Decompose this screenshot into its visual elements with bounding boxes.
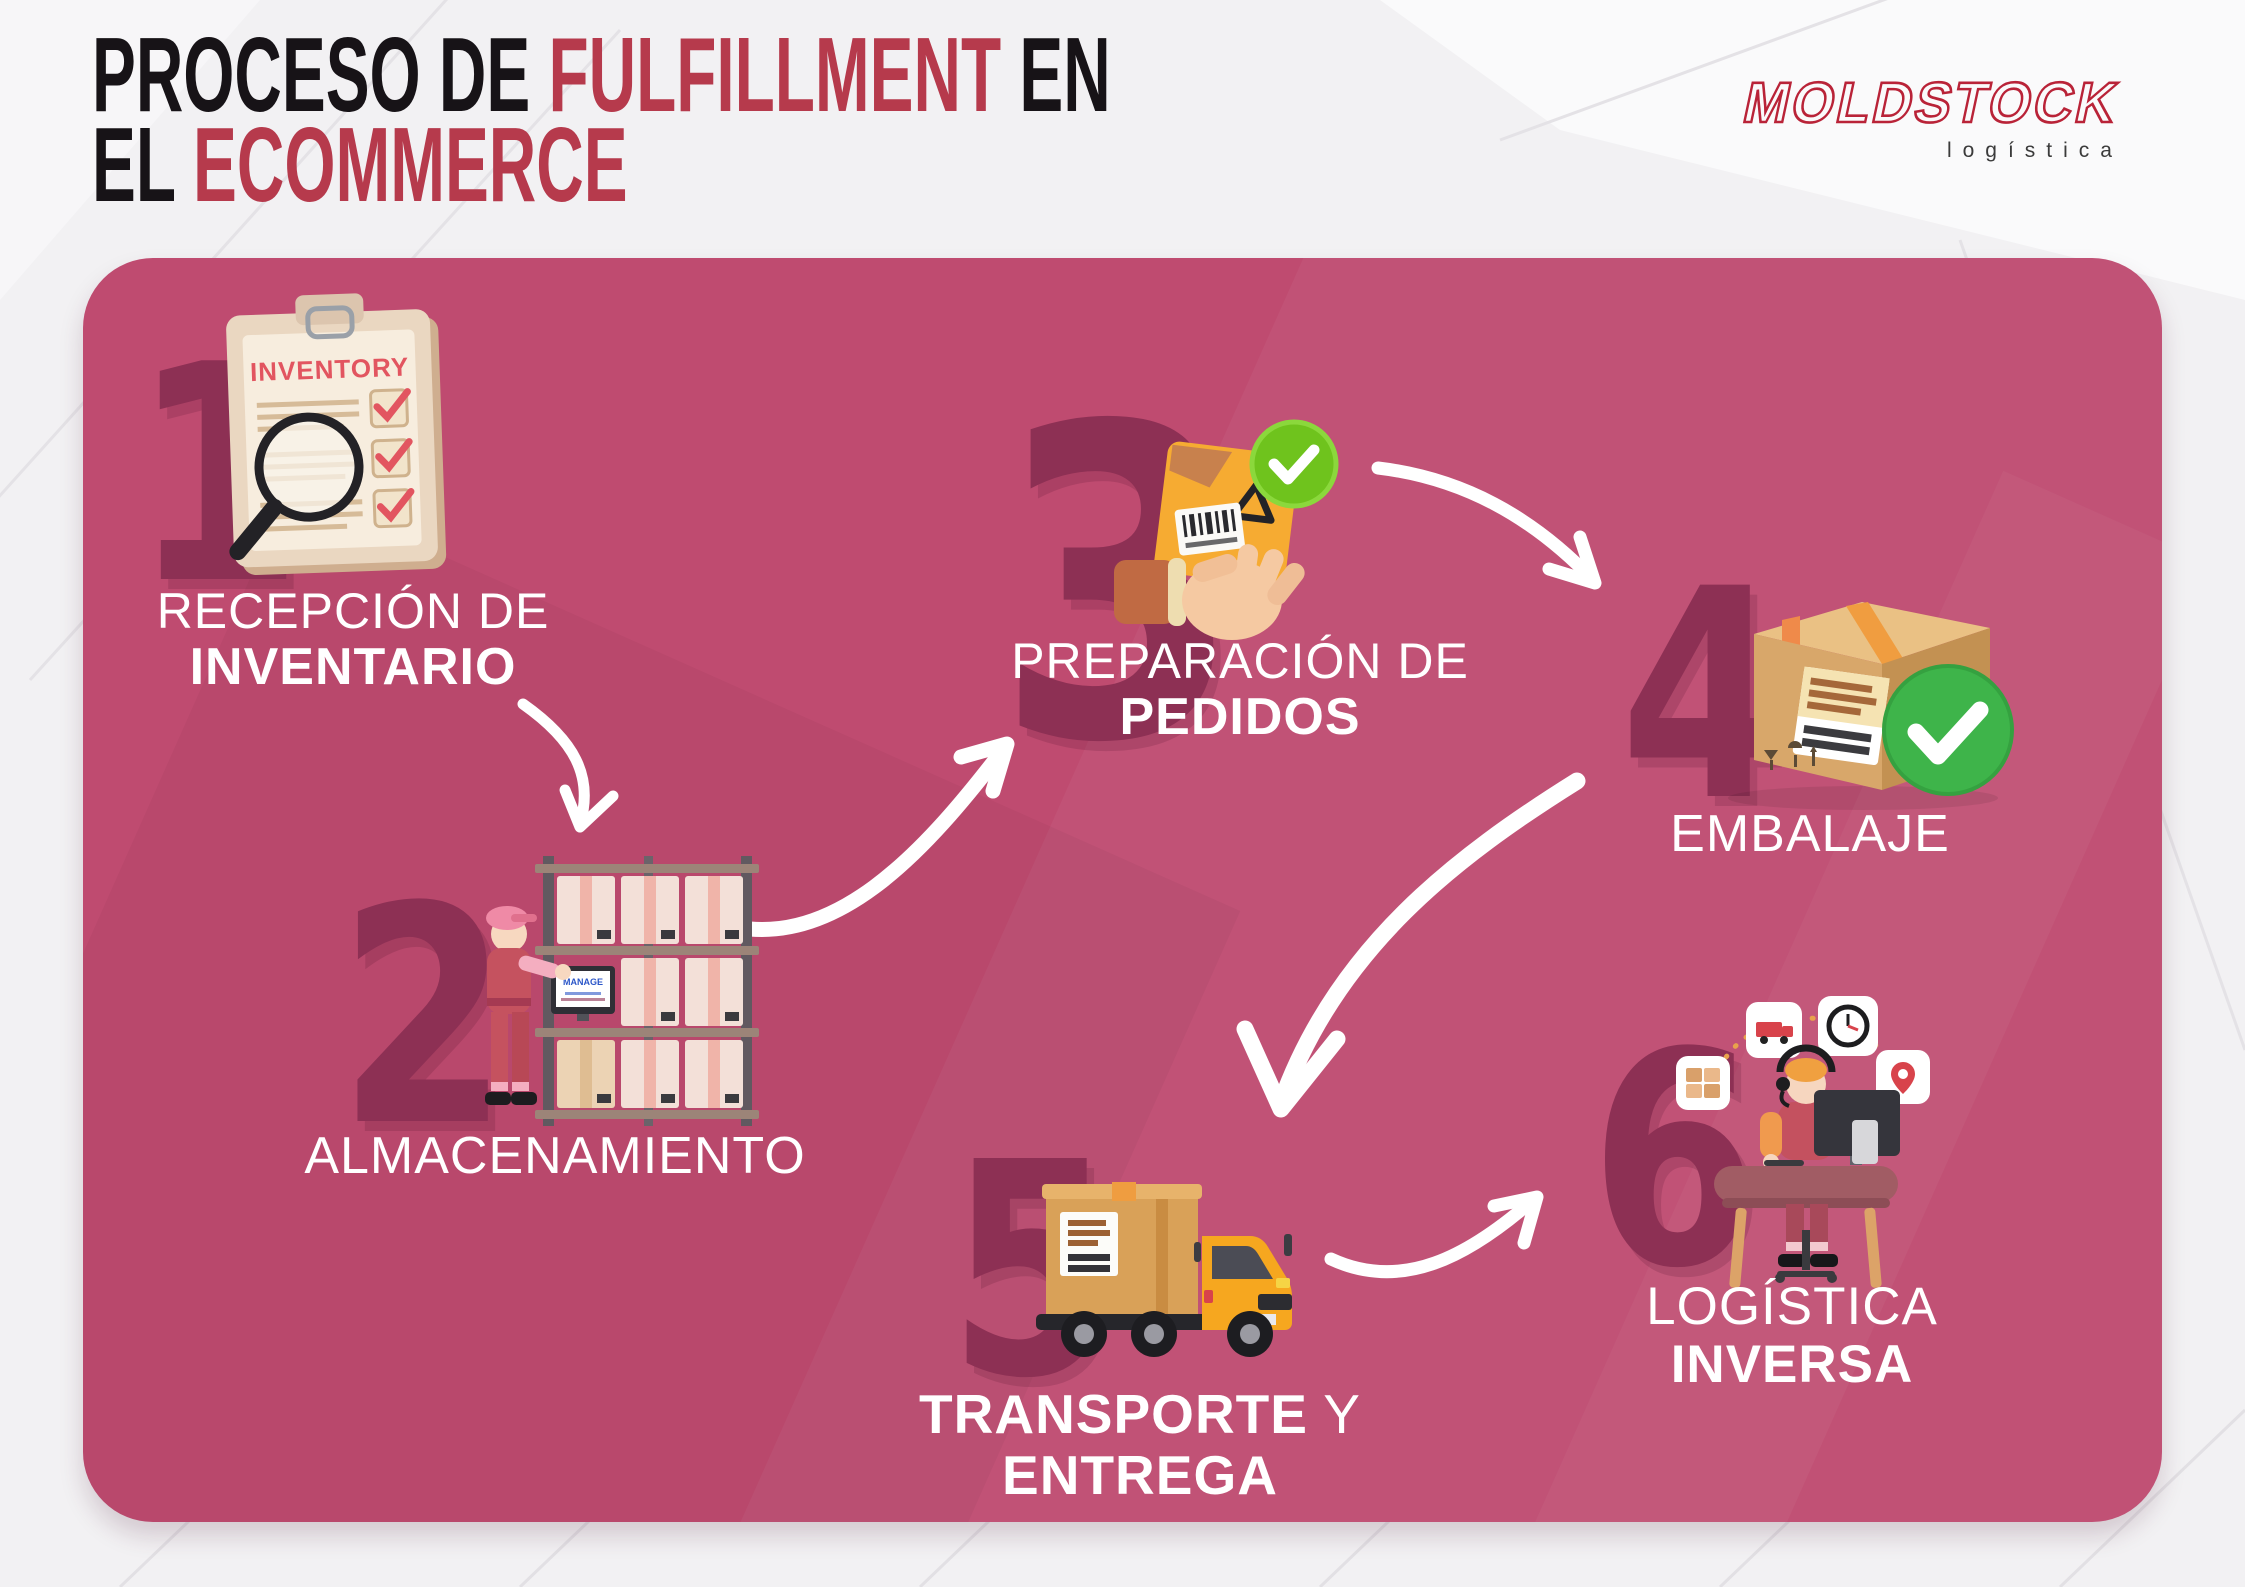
title-line2-black: EL	[92, 106, 194, 225]
title-line2-red: ECOMMERCE	[193, 106, 628, 225]
title-line1-red: FULFILLMENT	[548, 16, 1002, 134]
title-line1-black: PROCESO DE	[92, 16, 549, 134]
brand-logo-wordmark: MOLDSTOCK	[1737, 70, 2127, 137]
arrow-step1-to-step2	[517, 698, 619, 833]
arrow-step4-to-step5	[1236, 772, 1586, 1118]
arrow-step3-to-step4	[1371, 461, 1602, 590]
title-line-1: PROCESO DE FULFILLMENT EN	[92, 22, 1111, 128]
title-line1-tail: EN	[1001, 16, 1111, 134]
brand-logo: MOLDSTOCK logística	[1735, 70, 2127, 163]
page-title: PROCESO DE FULFILLMENT EN EL ECOMMERCE	[92, 22, 1111, 218]
brand-logo-tagline: logística	[1946, 139, 2123, 162]
title-line-2: EL ECOMMERCE	[92, 112, 1111, 218]
arrow-step5-to-step6	[1324, 1190, 1544, 1279]
arrow-step2-to-step3	[705, 736, 1015, 938]
